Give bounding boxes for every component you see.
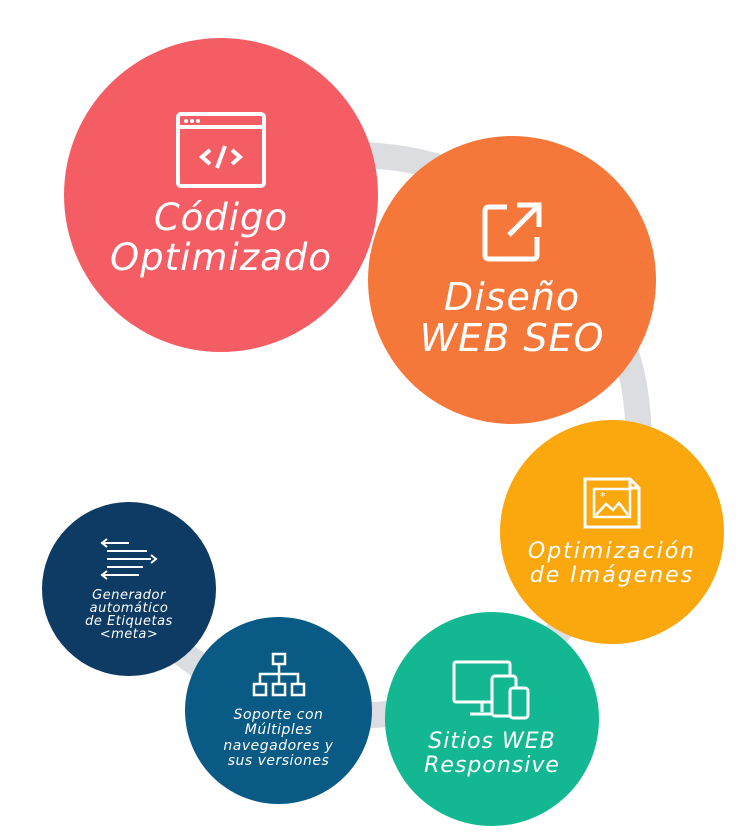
label-line: Generador: [92, 587, 166, 603]
label-line: Diseño: [443, 274, 581, 319]
label-line: Soporte con: [233, 707, 324, 724]
label-line: <meta>: [99, 627, 159, 643]
node-label: Optimización de Imágenes: [528, 540, 696, 588]
label-line: Código: [153, 196, 289, 240]
svg-text:*: *: [600, 490, 606, 503]
label-line: Responsive: [424, 753, 560, 778]
label-line: sus versiones: [227, 752, 330, 769]
node-soporte-navegadores: Soporte con Múltiples navegadores y sus …: [185, 617, 372, 804]
label-line: WEB SEO: [419, 316, 605, 360]
sitemap-icon: [252, 653, 305, 697]
devices-icon: [452, 660, 530, 720]
code-window-icon: [176, 112, 266, 189]
label-line: Múltiples: [244, 722, 313, 739]
node-label: Generador automático de Etiquetas <meta>: [85, 587, 173, 643]
node-generador-meta: Generador automático de Etiquetas <meta>: [42, 502, 216, 676]
node-codigo-optimizado: Código Optimizado: [64, 38, 378, 352]
node-label: Sitios WEB Responsive: [424, 730, 560, 778]
node-label: Código Optimizado: [110, 198, 332, 278]
label-line: Optimización: [527, 539, 697, 565]
label-line: automático: [89, 600, 169, 616]
label-line: Optimizado: [110, 236, 332, 279]
label-line: de Imágenes: [529, 563, 695, 588]
label-line: de Etiquetas: [85, 614, 173, 629]
label-line: navegadores y: [223, 737, 334, 754]
label-line: Sitios WEB: [428, 729, 556, 755]
external-link-icon: [482, 202, 542, 262]
node-label: Soporte con Múltiples navegadores y sus …: [223, 707, 334, 769]
image-file-icon: *: [583, 477, 641, 529]
node-label: Diseño WEB SEO: [419, 274, 605, 360]
node-sitios-responsive: Sitios WEB Responsive: [385, 612, 599, 826]
align-arrows-icon: [100, 537, 158, 580]
node-diseno-web-seo: Diseño WEB SEO: [368, 136, 656, 424]
node-optimizacion-imagenes: * Optimización de Imágenes: [500, 420, 724, 644]
